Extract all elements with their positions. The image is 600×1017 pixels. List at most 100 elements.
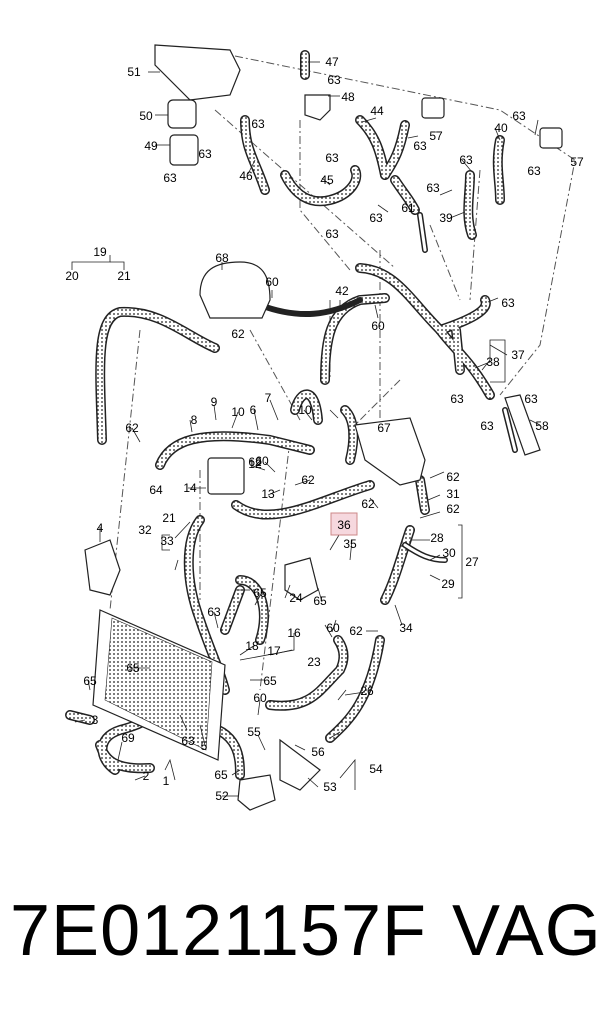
- callout-31: 31: [446, 487, 460, 501]
- callout-63k: 63: [325, 227, 339, 241]
- callout-26: 26: [360, 684, 374, 698]
- callout-16: 16: [287, 626, 301, 640]
- callout-64: 64: [149, 483, 163, 497]
- callout-42: 42: [335, 284, 349, 298]
- callout-35: 35: [343, 537, 357, 551]
- callout-leader-lines: [71, 61, 541, 797]
- callout-33: 33: [160, 534, 174, 548]
- brand: VAG: [452, 891, 600, 971]
- callout-28: 28: [430, 531, 444, 545]
- parts-diagram: 1 2 3 4 5 6 7 8 9 10 10 12 13 14 16 17 1…: [65, 44, 584, 811]
- callout-63b: 63: [251, 117, 265, 131]
- callout-13: 13: [261, 487, 275, 501]
- callout-55: 55: [247, 725, 261, 739]
- callout-65e: 65: [313, 594, 327, 608]
- highlight-box-callout-36: [330, 512, 358, 536]
- callout-65c: 65: [126, 661, 140, 675]
- callout-63g: 63: [426, 181, 440, 195]
- callout-23: 23: [307, 655, 321, 669]
- callout-60c: 60: [326, 621, 340, 635]
- callout-8: 8: [191, 413, 198, 427]
- callout-68: 68: [215, 251, 229, 265]
- callout-19: 19: [93, 245, 107, 259]
- callout-51: 51: [127, 65, 141, 79]
- callout-63h: 63: [459, 153, 473, 167]
- callout-7: 7: [265, 391, 272, 405]
- callout-6: 6: [250, 403, 257, 417]
- callout-62c: 62: [301, 473, 315, 487]
- callout-39: 39: [439, 211, 453, 225]
- callout-63c: 63: [325, 151, 339, 165]
- callout-4: 4: [97, 521, 104, 535]
- callout-32: 32: [138, 523, 152, 537]
- callout-27: 27: [465, 555, 479, 569]
- callout-63m: 63: [501, 296, 515, 310]
- components: [84, 44, 563, 811]
- callout-36: 36: [337, 518, 351, 532]
- callout-67: 67: [377, 421, 391, 435]
- callout-45: 45: [320, 173, 334, 187]
- callout-49: 49: [144, 139, 158, 153]
- callout-63a: 63: [327, 73, 341, 87]
- callout-63j: 63: [527, 164, 541, 178]
- callout-24: 24: [289, 591, 303, 605]
- callout-21a: 21: [117, 269, 131, 283]
- callout-69: 69: [121, 731, 135, 745]
- callout-65a: 65: [253, 586, 267, 600]
- callout-2: 2: [143, 769, 150, 783]
- callout-18: 18: [245, 639, 259, 653]
- callout-56: 56: [311, 745, 325, 759]
- callout-58: 58: [535, 419, 549, 433]
- callout-62a: 62: [231, 327, 245, 341]
- callout-47: 47: [325, 55, 339, 69]
- callout-54: 54: [369, 762, 383, 776]
- callout-38: 38: [486, 355, 500, 369]
- callout-30: 30: [442, 546, 456, 560]
- callout-62f: 62: [446, 502, 460, 516]
- callout-3: 3: [92, 713, 99, 727]
- callout-60d: 60: [253, 691, 267, 705]
- callout-5: 5: [201, 739, 208, 753]
- part-number: 7E0121157F: [10, 891, 428, 971]
- callout-63p: 63: [480, 419, 494, 433]
- callout-60a: 60: [265, 275, 279, 289]
- callout-65d: 65: [83, 674, 97, 688]
- callout-63q: 63: [207, 605, 221, 619]
- callout-63o: 63: [524, 392, 538, 406]
- callout-62d: 62: [361, 497, 375, 511]
- callout-57a: 57: [429, 129, 443, 143]
- callout-21b: 21: [162, 511, 176, 525]
- callout-29: 29: [441, 577, 455, 591]
- callout-48: 48: [341, 90, 355, 104]
- callout-50: 50: [139, 109, 153, 123]
- callout-62g: 62: [349, 624, 363, 638]
- callout-40: 40: [494, 121, 508, 135]
- callout-63d: 63: [198, 147, 212, 161]
- callout-62b: 62: [125, 421, 139, 435]
- callout-63l: 63: [369, 211, 383, 225]
- callout-20: 20: [65, 269, 79, 283]
- callout-46: 46: [239, 169, 253, 183]
- callout-61: 61: [401, 201, 415, 215]
- callout-63e: 63: [163, 171, 177, 185]
- callout-60b: 60: [371, 319, 385, 333]
- callout-52: 52: [215, 789, 229, 803]
- callout-9: 9: [211, 395, 218, 409]
- callout-63n: 63: [450, 392, 464, 406]
- callout-62e: 62: [446, 470, 460, 484]
- callout-44: 44: [370, 104, 384, 118]
- callout-53: 53: [323, 780, 337, 794]
- callout-57b: 57: [570, 155, 584, 169]
- callout-labels: 1 2 3 4 5 6 7 8 9 10 10 12 13 14 16 17 1…: [65, 55, 584, 803]
- callout-63i: 63: [512, 109, 526, 123]
- callout-1: 1: [163, 774, 170, 788]
- callout-65f: 65: [214, 768, 228, 782]
- callout-17: 17: [267, 644, 281, 658]
- callout-34: 34: [399, 621, 413, 635]
- callout-63r: 63: [181, 734, 195, 748]
- callout-14: 14: [183, 481, 197, 495]
- callout-10b: 10: [298, 403, 312, 417]
- callout-60e: 60: [255, 454, 269, 468]
- callout-62h: 62: [248, 455, 262, 469]
- callout-10a: 10: [231, 405, 245, 419]
